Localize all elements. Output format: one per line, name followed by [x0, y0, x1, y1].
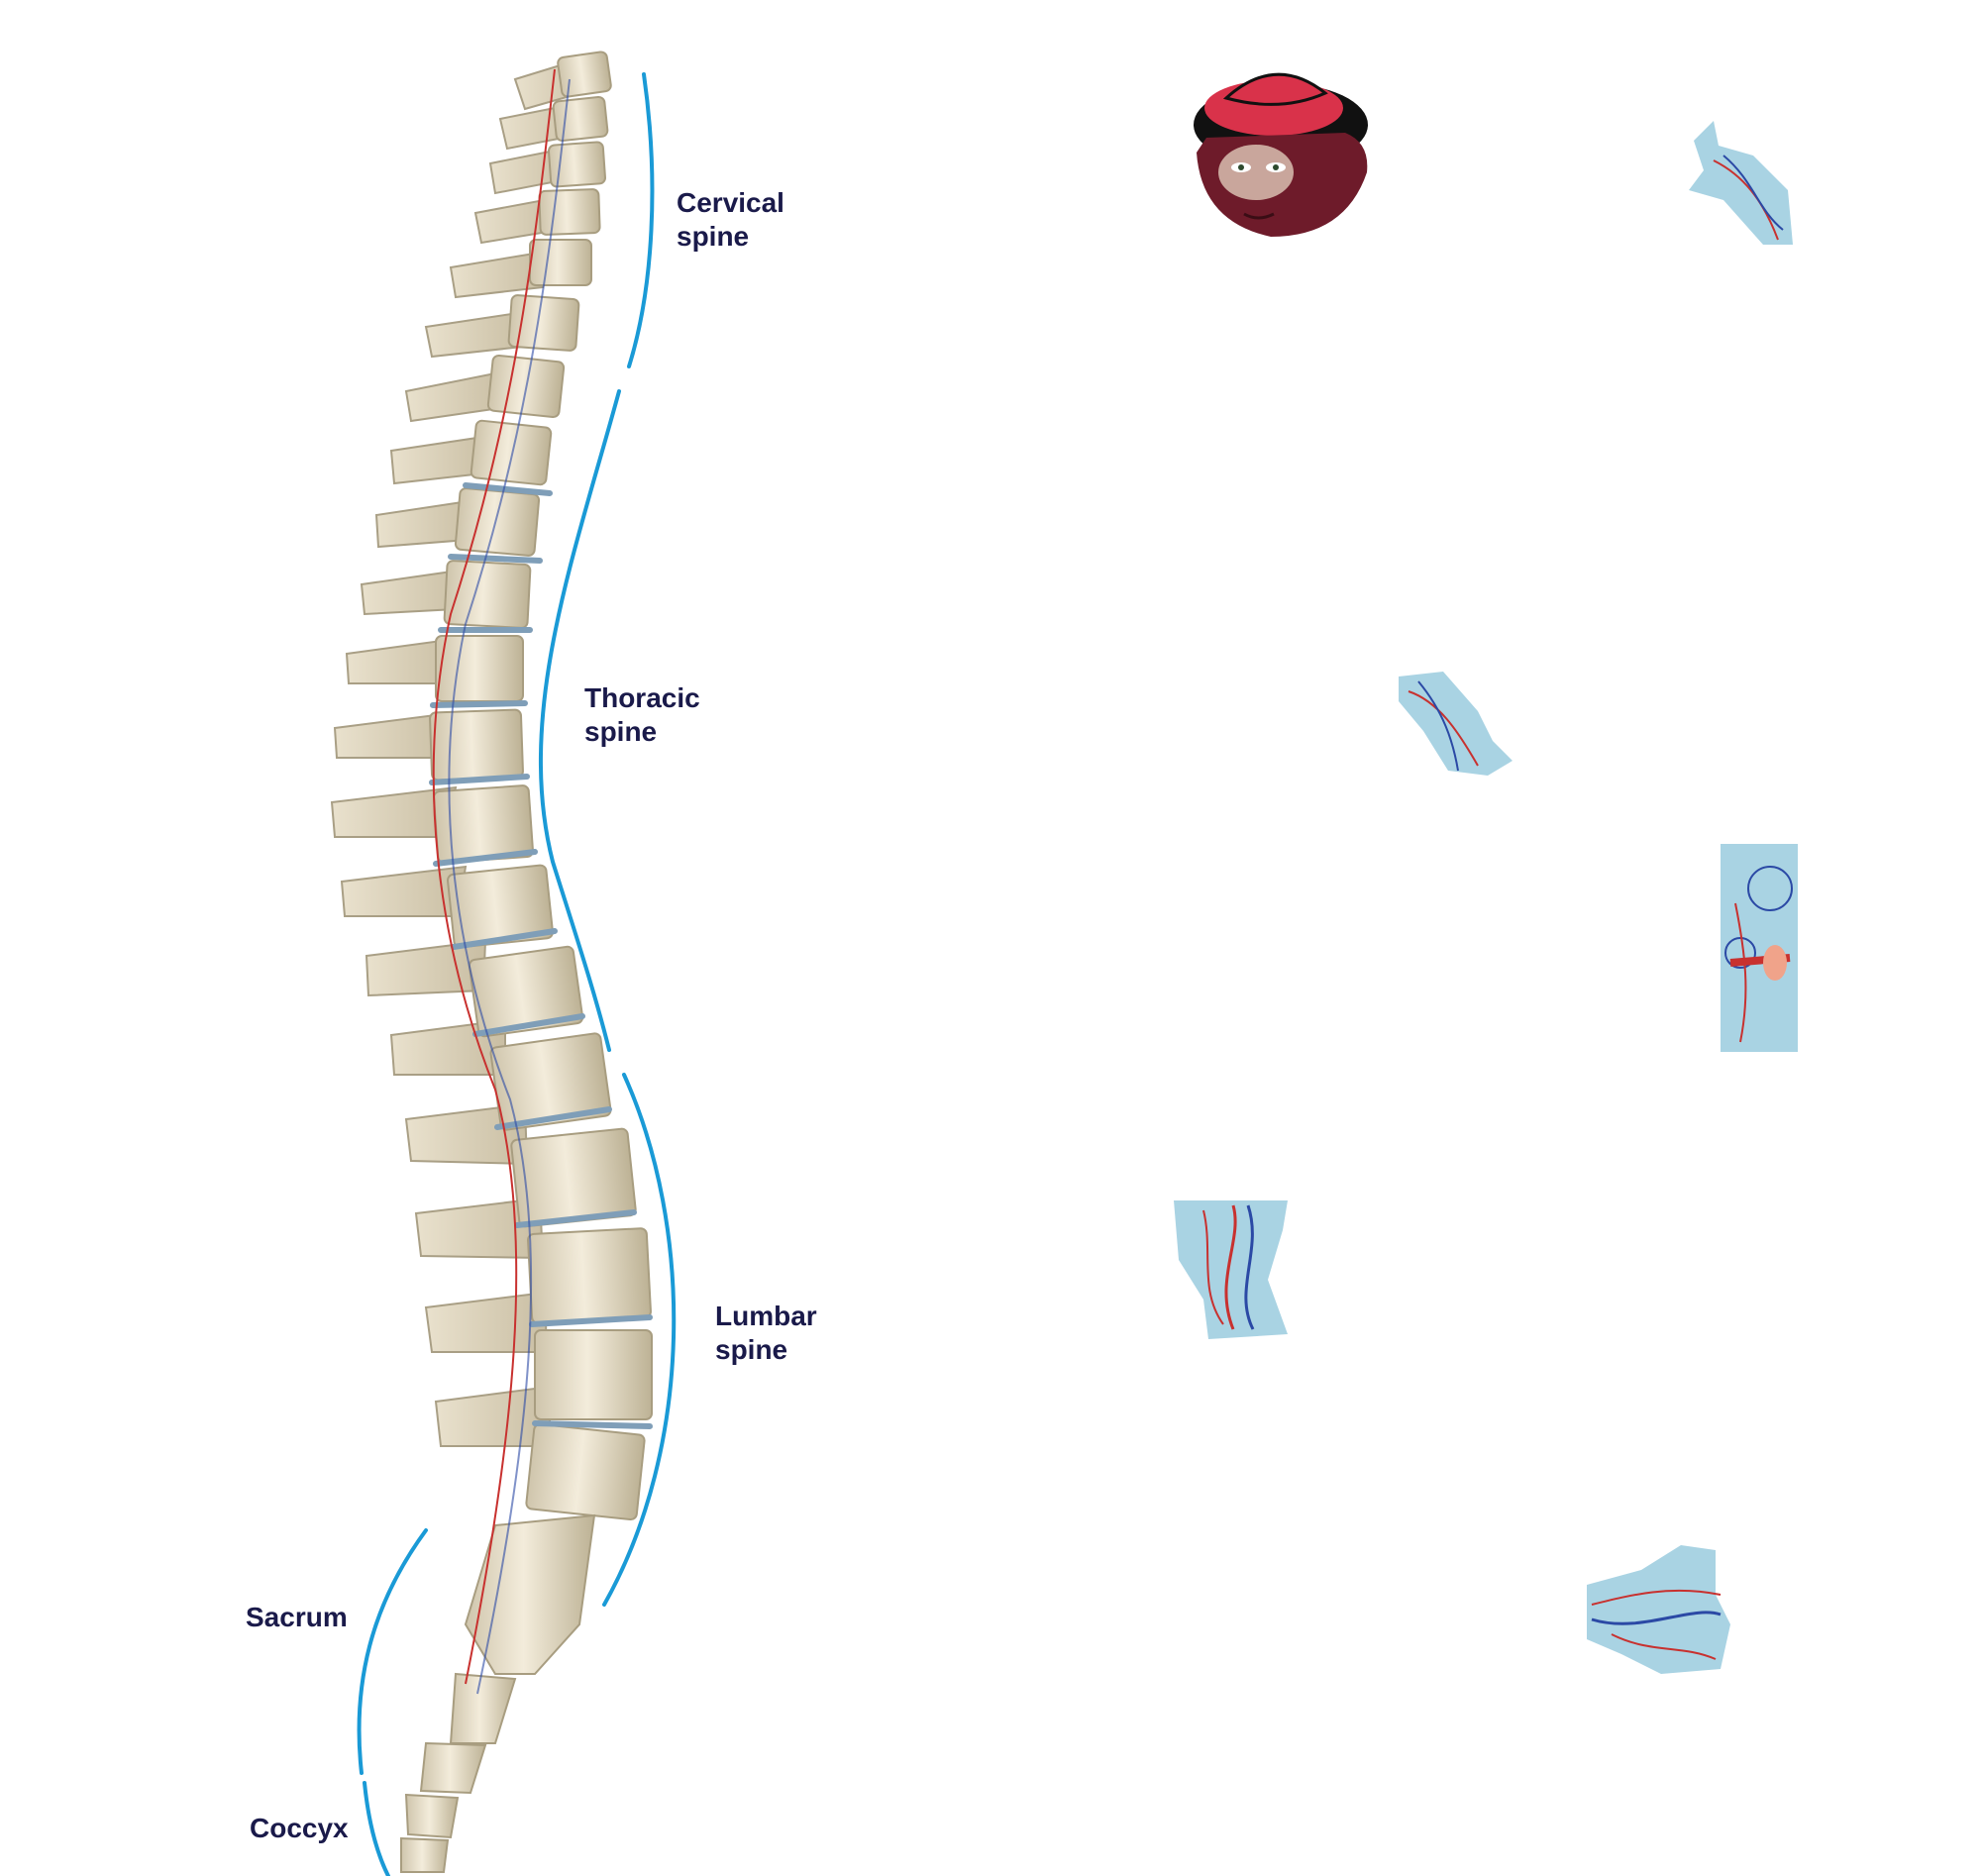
thoracic-label: Thoracic spine — [584, 681, 700, 749]
anatomical-fragment-3 — [1721, 844, 1798, 1052]
cervical-bracket — [627, 72, 655, 368]
region-brackets — [357, 72, 677, 1876]
vessels — [432, 68, 571, 1695]
sacrum-label: Sacrum — [246, 1602, 348, 1632]
thoracic-bracket — [538, 389, 621, 1052]
mascot-face-icon — [1194, 72, 1368, 237]
anatomical-fragment-5 — [1587, 1545, 1730, 1674]
anatomical-fragment-1 — [1689, 121, 1793, 245]
thoracic-label-line2: spine — [584, 716, 658, 747]
anatomical-fragment-4 — [1174, 1200, 1288, 1339]
anatomical-fragment-2 — [1399, 672, 1513, 776]
cervical-label-line2: spine — [677, 221, 750, 252]
cervical-label: Cervical spine — [677, 186, 784, 254]
coccyx-label: Coccyx — [250, 1813, 349, 1843]
lumbar-label: Lumbar spine — [715, 1300, 817, 1367]
spinous-processes — [330, 57, 596, 1447]
intervertebral-discs — [429, 482, 653, 1429]
thoracic-label-line1: Thoracic — [584, 682, 700, 713]
sacrum-bracket — [357, 1528, 428, 1775]
lumbar-label-line2: spine — [715, 1334, 788, 1365]
cervical-label-line1: Cervical — [677, 187, 784, 218]
sacrum-coccyx — [400, 1513, 596, 1873]
lumbar-label-line1: Lumbar — [715, 1301, 817, 1331]
coccyx-bracket — [363, 1781, 390, 1876]
lumbar-bracket — [602, 1073, 677, 1607]
